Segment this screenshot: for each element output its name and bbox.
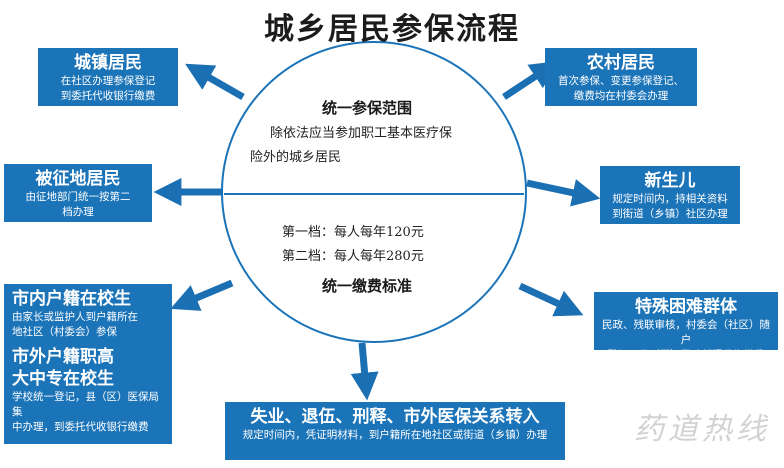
box-transfer: 失业、退伍、刑释、市外医保关系转入 规定时间内，凭证明材料，到户籍所在地社区或街… — [225, 402, 565, 460]
scope-title: 统一参保范围 — [322, 99, 413, 117]
box-students: 市内户籍在校生 由家长或监护人到户籍所在 地社区（村委会）参保 市外户籍职高 大… — [4, 284, 172, 444]
box-urban-line-1: 在社区办理参保登记 — [60, 75, 156, 87]
box-nonlocal-students-title-2: 大中专在校生 — [12, 369, 114, 389]
box-local-students-line-1: 由家长或监护人到户籍所在 — [12, 311, 138, 323]
box-newborn: 新生儿 规定时间内，持相关资料 到街道（乡镇）社区办理 — [600, 166, 740, 224]
box-nonlocal-students-line-1: 学校统一登记，县（区）医保局集 — [12, 391, 159, 418]
box-special-groups: 特殊困难群体 民政、残联审核，村委会（社区）随户 登记，县（区）民政部门代为缴费 — [594, 292, 778, 361]
box-land-expropriated-line-1: 由征地部门统一按第二 — [25, 191, 131, 203]
box-local-students-line-2: 地社区（村委会）参保 — [12, 326, 117, 338]
arrow-to-special-groups — [518, 282, 584, 317]
box-urban-residents: 城镇居民 在社区办理参保登记 到委托代收银行缴费 — [38, 48, 178, 106]
box-urban-line-2: 到委托代收银行缴费 — [60, 90, 156, 102]
diagram-title: 城乡居民参保流程 — [264, 12, 520, 47]
tier-2-text: 第二档：每人每年280元 — [282, 249, 424, 264]
payment-title: 统一缴费标准 — [322, 277, 413, 295]
box-rural-title: 农村居民 — [587, 53, 655, 73]
box-urban-title: 城镇居民 — [74, 53, 142, 73]
box-newborn-line-2: 到街道（乡镇）社区办理 — [612, 208, 728, 220]
box-special-groups-title: 特殊困难群体 — [635, 297, 737, 317]
box-newborn-line-1: 规定时间内，持相关资料 — [612, 193, 728, 205]
tier-1-text: 第一档：每人每年120元 — [282, 225, 424, 240]
box-rural-line-2: 缴费均在村委会办理 — [573, 90, 669, 102]
arrow-to-newborn — [526, 179, 601, 207]
box-nonlocal-students-line-2: 中办理，到委托代收银行缴费 — [12, 421, 149, 433]
arrow-to-local-students — [170, 279, 234, 311]
watermark-text: 药道热线 — [634, 412, 770, 447]
box-nonlocal-students-title-1: 市外户籍职高 — [12, 347, 114, 367]
box-land-expropriated-residents: 被征地居民 由征地部门统一按第二 档办理 — [4, 164, 152, 222]
box-land-expropriated-line-2: 档办理 — [62, 206, 94, 218]
center-circle — [221, 41, 527, 343]
box-rural-line-1: 首次参保、变更参保登记、 — [558, 75, 684, 87]
box-special-groups-line-2: 登记，县（区）民政部门代为缴费 — [607, 349, 765, 361]
arrow-to-transfer — [350, 342, 379, 401]
box-transfer-title: 失业、退伍、刑释、市外医保关系转入 — [250, 407, 540, 427]
arrow-to-rural — [502, 61, 559, 100]
circle-divider — [224, 193, 524, 195]
box-transfer-line-1: 规定时间内，凭证明材料，到户籍所在地社区或街道（乡镇）办理 — [242, 429, 548, 441]
box-land-expropriated-title: 被征地居民 — [35, 169, 121, 189]
scope-text-line-2: 险外的城乡居民 — [250, 150, 342, 165]
arrow-to-urban — [185, 63, 245, 101]
box-special-groups-line-1: 民政、残联审核，村委会（社区）随户 — [602, 319, 770, 346]
box-local-students-title: 市内户籍在校生 — [12, 289, 131, 309]
box-rural-residents: 农村居民 首次参保、变更参保登记、 缴费均在村委会办理 — [545, 48, 697, 106]
scope-text-line-1: 除依法应当参加职工基本医疗保 — [270, 126, 453, 141]
box-newborn-title: 新生儿 — [644, 171, 696, 191]
